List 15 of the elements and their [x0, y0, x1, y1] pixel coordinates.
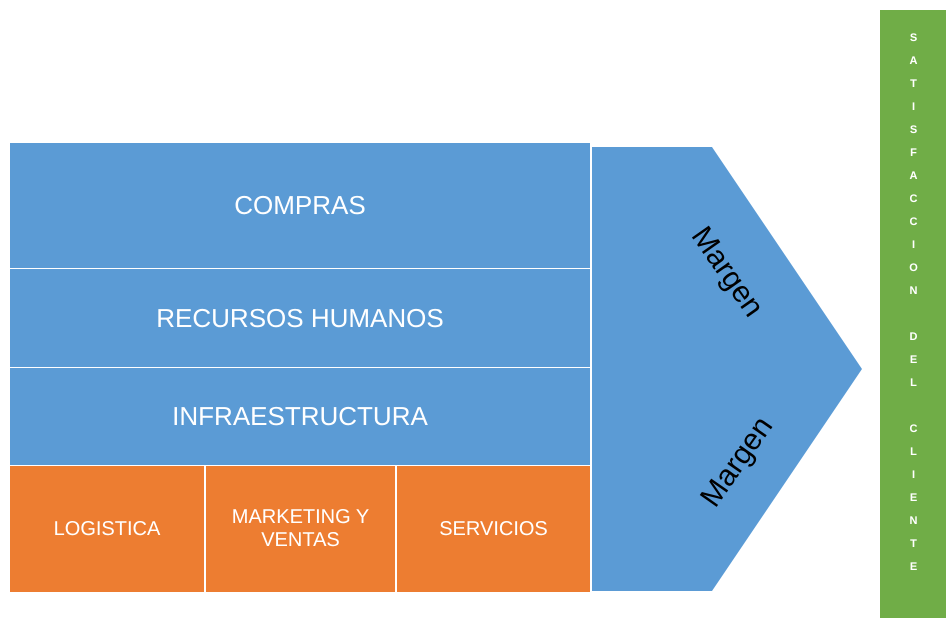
activity-label: COMPRAS	[234, 190, 366, 221]
support-activity-bar	[10, 269, 590, 367]
primary-activity-block	[10, 466, 204, 592]
activity-label: RECURSOS HUMANOS	[156, 302, 444, 334]
primary-activity-block	[397, 466, 590, 592]
support-activity-bar	[10, 368, 590, 465]
activity-label: SERVICIOS	[439, 518, 548, 540]
primary-activity-block	[206, 466, 395, 592]
activity-label: MARKETING Y VENTAS	[230, 506, 370, 552]
vertical-label: SATISFACCION DEL CLIENTE	[908, 32, 918, 584]
margin-arrow	[592, 147, 864, 591]
activity-label: INFRAESTRUCTURA	[172, 401, 428, 432]
support-activity-bar	[10, 143, 590, 268]
activity-label: LOGISTICA	[54, 518, 160, 540]
customer-satisfaction-bar	[880, 10, 946, 618]
